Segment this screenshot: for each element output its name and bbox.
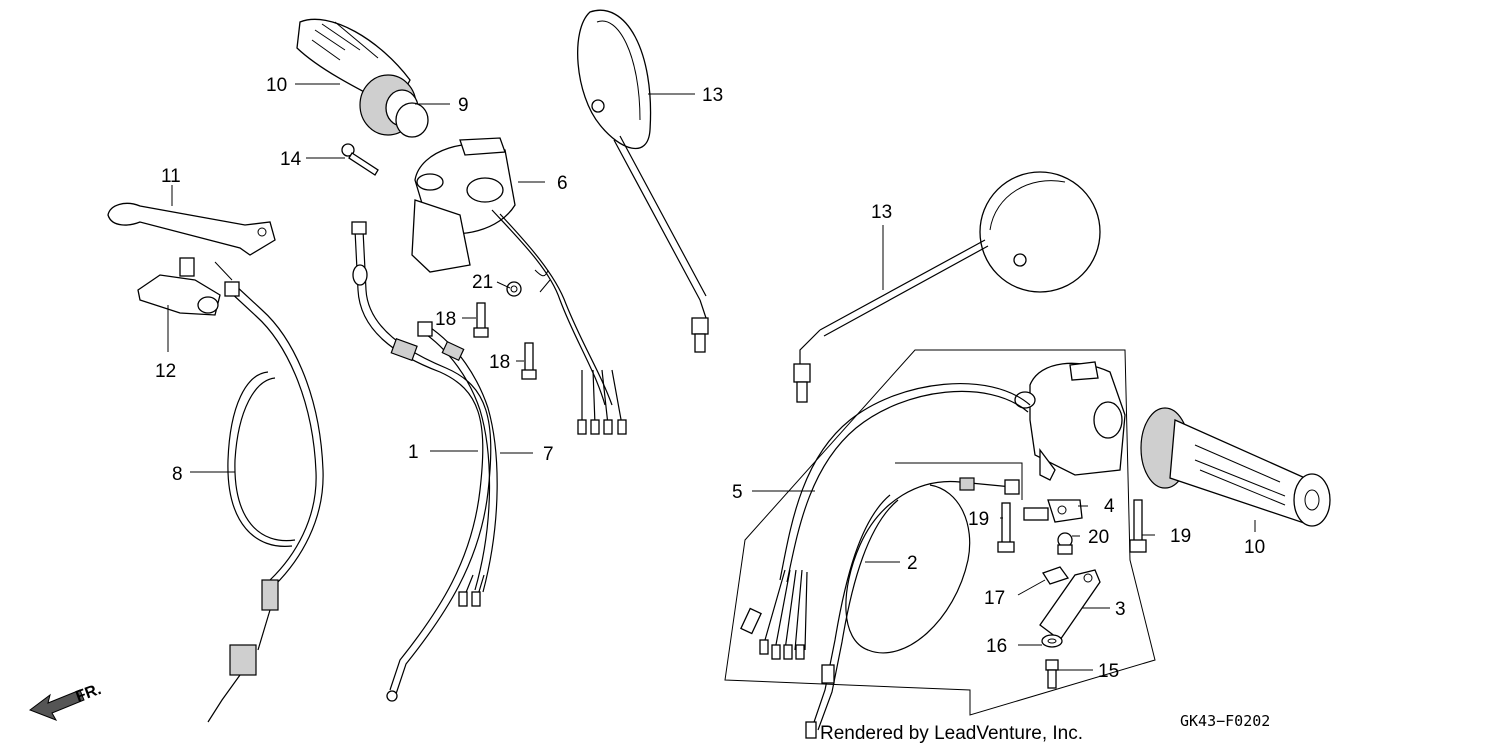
callout-16: 16 <box>986 636 1007 657</box>
callout-9: 9 <box>458 95 469 116</box>
callout-7: 7 <box>543 444 554 465</box>
nut-21[interactable] <box>506 281 522 297</box>
direction-label: FR. <box>74 681 104 706</box>
callout-19-inner: 19 <box>968 509 989 530</box>
leader-lines <box>167 83 1256 671</box>
lever-bracket[interactable] <box>137 257 233 316</box>
clutch-cable[interactable] <box>207 281 324 723</box>
callout-labels: 10 9 13 14 6 11 13 21 18 12 18 1 7 8 5 4… <box>155 75 1265 682</box>
front-direction-arrow: FR. <box>28 681 104 721</box>
screw-15[interactable] <box>1045 659 1059 689</box>
callout-18-upper: 18 <box>435 309 456 330</box>
cable-bracket-4[interactable] <box>1023 499 1083 523</box>
mirror-right[interactable] <box>793 171 1101 403</box>
plate-17[interactable] <box>1042 566 1070 585</box>
bolt-19-inner[interactable] <box>997 502 1015 553</box>
right-grip[interactable] <box>1140 407 1331 527</box>
washer-16[interactable] <box>1041 634 1063 648</box>
nut-20[interactable] <box>1057 532 1073 555</box>
callout-19-outer: 19 <box>1170 526 1191 547</box>
callout-8: 8 <box>172 464 183 485</box>
right-switch-housing[interactable] <box>1014 361 1126 481</box>
callout-18-lower: 18 <box>489 352 510 373</box>
wire-harness-5[interactable] <box>740 383 1031 660</box>
callout-10-left: 10 <box>266 75 287 96</box>
callout-12: 12 <box>155 361 176 382</box>
callout-13-upper: 13 <box>702 85 723 106</box>
right-group-outline <box>724 349 1156 716</box>
callout-4: 4 <box>1104 496 1115 517</box>
callout-1: 1 <box>408 442 419 463</box>
throttle-grip[interactable] <box>296 18 429 138</box>
switch-wire-harness <box>491 209 606 406</box>
clutch-lever[interactable] <box>107 202 276 256</box>
cable-2[interactable] <box>805 477 1020 739</box>
handlebar-switch-housing[interactable] <box>411 137 516 273</box>
callout-3: 3 <box>1115 599 1126 620</box>
diagram-code: GK43−F0202 <box>1180 712 1270 730</box>
mirror-left[interactable] <box>577 9 709 353</box>
bolt-19-outer[interactable] <box>1129 499 1147 553</box>
callout-15: 15 <box>1098 661 1119 682</box>
callout-5: 5 <box>732 482 743 503</box>
bolt-18-lower[interactable] <box>521 342 537 380</box>
callout-20: 20 <box>1088 527 1109 548</box>
callout-6: 6 <box>557 173 568 194</box>
render-credit: Rendered by LeadVenture, Inc. <box>820 723 1083 744</box>
screw-14[interactable] <box>341 143 379 176</box>
callout-21: 21 <box>472 272 493 293</box>
throttle-cable-1[interactable] <box>351 221 492 702</box>
callout-11: 11 <box>161 166 181 187</box>
throttle-cable-7[interactable] <box>417 321 498 607</box>
callout-10-right: 10 <box>1244 537 1265 558</box>
bolt-18-upper[interactable] <box>473 302 489 338</box>
switch-wire-connectors <box>577 369 627 435</box>
callout-14: 14 <box>280 149 302 170</box>
callout-13-right: 13 <box>871 202 892 223</box>
callout-17: 17 <box>984 588 1005 609</box>
callout-2: 2 <box>907 553 918 574</box>
